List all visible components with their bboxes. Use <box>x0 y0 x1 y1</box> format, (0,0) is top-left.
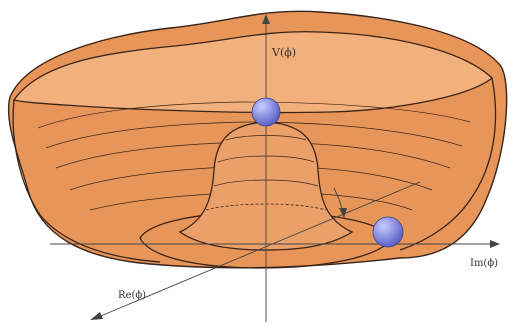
imaginary-axis-label: Im(ϕ) <box>470 258 498 269</box>
roll-arrow <box>333 187 347 218</box>
real-axis-arrowhead <box>90 312 103 320</box>
ball-in-trough <box>372 216 404 248</box>
bowl-wall-right <box>399 77 497 251</box>
bowl-inner-rim <box>12 31 493 114</box>
vertical-axis-label: V(ϕ) <box>271 46 296 59</box>
real-axis-label: Re(ϕ) <box>118 290 146 301</box>
imaginary-axis-arrowhead <box>490 240 500 248</box>
ball-at-top <box>251 97 281 127</box>
axes <box>50 14 500 322</box>
real-axis <box>95 181 421 319</box>
bowl-wall-left <box>12 99 161 263</box>
vertical-axis-arrowhead <box>262 14 270 24</box>
